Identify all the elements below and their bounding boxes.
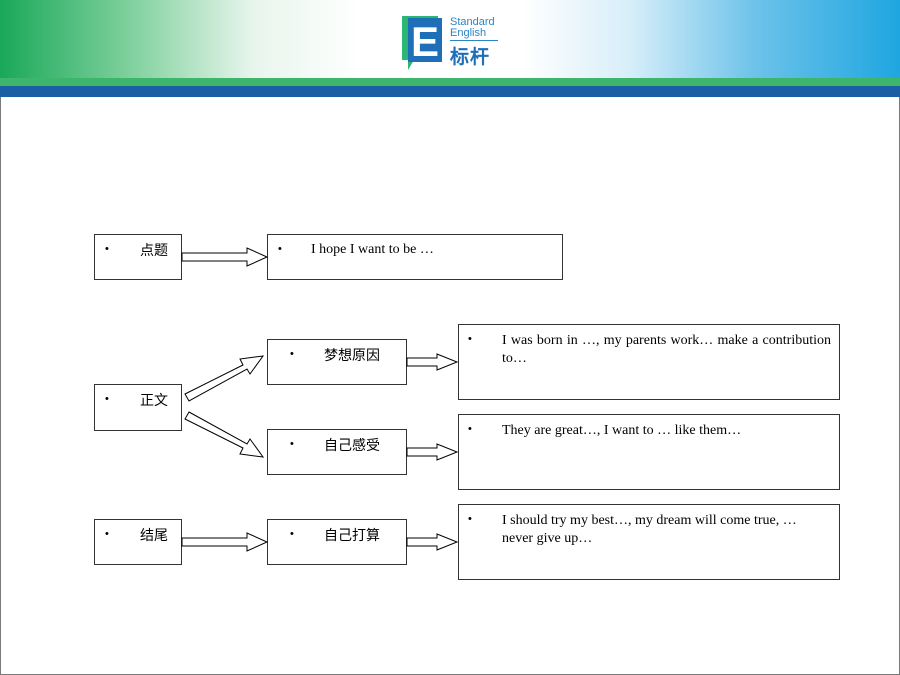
feeling-content: They are great…, I want to … like them…	[502, 423, 742, 438]
header-blue-band	[0, 86, 900, 97]
bullet: •	[278, 243, 282, 255]
plan-label: 自己打算	[324, 528, 380, 544]
intro-content: I hope I want to be …	[311, 242, 434, 257]
feeling-label-box: • 自己感受	[267, 429, 407, 475]
intro-label-box: • 点题	[94, 234, 182, 280]
bullet: •	[290, 528, 294, 540]
reason-content: I was born in …, my parents work… make a…	[502, 333, 831, 366]
plan-content-box: • I should try my best…, my dream will c…	[458, 504, 840, 580]
bullet: •	[468, 333, 472, 345]
logo-divider	[450, 40, 498, 41]
header-green-band	[0, 78, 900, 86]
ending-label: 结尾	[140, 528, 168, 544]
logo-text-english: English	[450, 27, 487, 39]
bullet: •	[105, 528, 109, 540]
feeling-label: 自己感受	[324, 438, 380, 454]
logo-e-icon: E	[402, 16, 442, 70]
bullet: •	[290, 348, 294, 360]
bullet: •	[468, 423, 472, 435]
body-label-box: • 正文	[94, 384, 182, 431]
reason-content-box: • I was born in …, my parents work… make…	[458, 324, 840, 400]
plan-label-box: • 自己打算	[267, 519, 407, 565]
bullet: •	[105, 243, 109, 255]
logo-text-cn: 标杆	[450, 47, 491, 68]
reason-label: 梦想原因	[324, 348, 380, 364]
logo-text-standard: Standard	[450, 16, 495, 28]
logo-letter: E	[411, 18, 439, 65]
bullet: •	[105, 393, 109, 405]
feeling-content-box: • They are great…, I want to … like them…	[458, 414, 840, 490]
ending-label-box: • 结尾	[94, 519, 182, 565]
intro-label: 点题	[140, 243, 168, 259]
standard-english-logo: E Standard English 标杆	[400, 14, 510, 74]
intro-content-box: • I hope I want to be …	[267, 234, 563, 280]
body-label: 正文	[140, 393, 168, 409]
bullet: •	[468, 513, 472, 525]
plan-content: I should try my best…, my dream will com…	[502, 513, 797, 546]
reason-label-box: • 梦想原因	[267, 339, 407, 385]
bullet: •	[290, 438, 294, 450]
